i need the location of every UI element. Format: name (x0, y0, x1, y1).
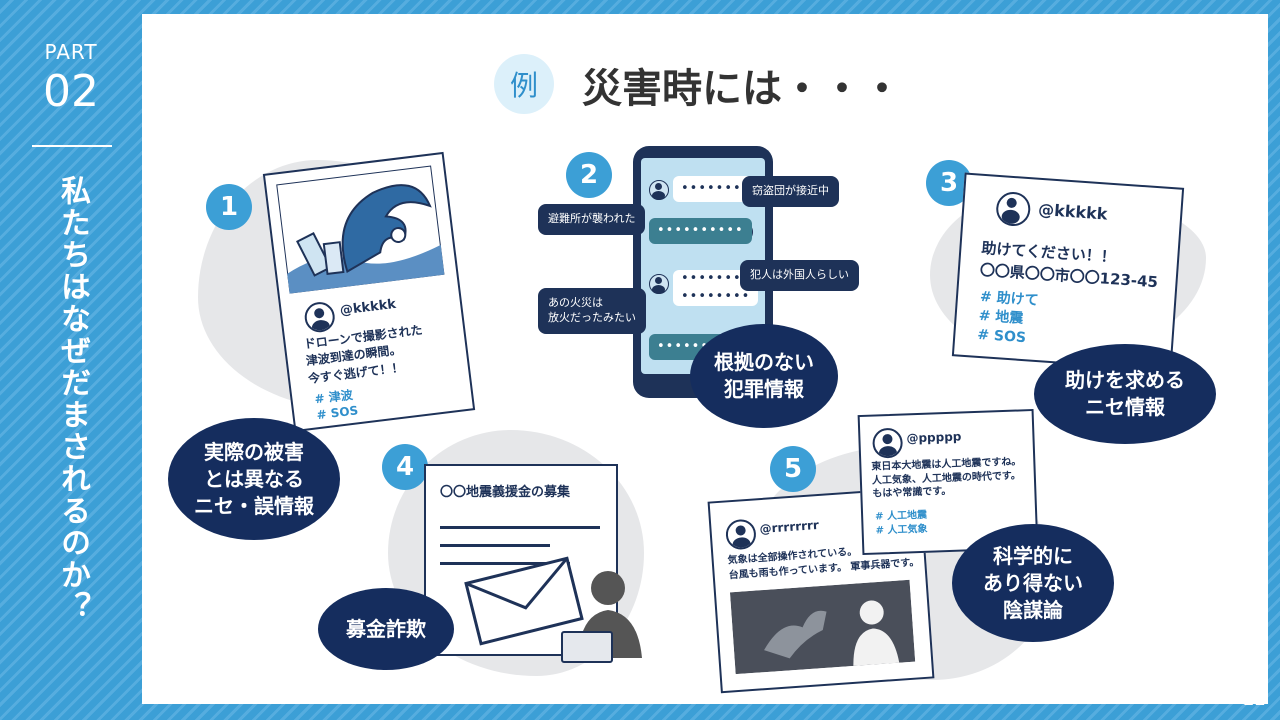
hashtag: # 人工地震 (874, 509, 928, 523)
label-line: とは異なる (204, 466, 304, 491)
avatar (724, 518, 757, 551)
item-label: 募金詐欺 (318, 588, 454, 670)
text-line (440, 544, 550, 547)
avatar (302, 300, 337, 334)
part-number: 02 (43, 66, 99, 117)
item-number: 5 (770, 446, 816, 492)
label-line: あり得ない (983, 570, 1083, 595)
user-handle: @kkkkk (339, 296, 397, 319)
label-line: 募金詐欺 (346, 616, 426, 641)
label-line: 科学的に (993, 543, 1073, 568)
social-post-card: @rrrrrrrr 気象は全部操作されている。 台風も雨も作っています。 軍事兵… (707, 486, 935, 694)
sidebar: PART 02 私たちはなぜだまされるのか？ (0, 0, 142, 720)
post-text: 助けてください！！ 〇〇県〇〇市〇〇123-45 (979, 238, 1160, 294)
bubble-line: あの火災は (548, 296, 603, 309)
item-label: 助けを求める ニセ情報 (1034, 344, 1216, 444)
label-line: ニセ情報 (1085, 395, 1165, 419)
user-handle: @rrrrrrrr (759, 518, 820, 537)
item-number: 2 (566, 152, 612, 198)
chat-bubble: 避難所が襲われた (538, 204, 646, 235)
user-handle: @kkkkk (1037, 199, 1109, 224)
social-post-card: @kkkkk ドローンで撮影された 津波到達の瞬間。 今すぐ逃げて！！ # 津波… (262, 151, 476, 433)
hashtags: # 人工地震 # 人工気象 (875, 509, 928, 538)
chat-bubble: 犯人は外国人らしい (740, 260, 859, 291)
label-line: 陰謀論 (1003, 597, 1063, 622)
hacker-icon (561, 571, 642, 663)
label-line: 助けを求める (1065, 368, 1185, 392)
page-title: 災害時には・・・ (582, 66, 902, 112)
part-label: PART (44, 40, 98, 64)
weather-map-icon (729, 579, 916, 675)
label-line: ニセ・誤情報 (194, 493, 314, 518)
label-line: 根拠のない (714, 350, 814, 374)
item-number: 4 (382, 444, 428, 490)
hashtags: # 津波 # SOS (314, 386, 359, 423)
post-text: 東日本大地震は人工地震ですね。 人工気象、人工地震の時代です。 もはや常識です。 (871, 455, 1022, 501)
item-label: 実際の被害 とは異なる ニセ・誤情報 (168, 418, 340, 540)
text-line (440, 526, 600, 529)
document-title: 〇〇地震義援金の募集 (440, 485, 571, 500)
chat-bubble: あの火災は 放火だったみたい (538, 288, 646, 334)
label-line: 実際の被害 (204, 439, 304, 464)
avatar (872, 427, 904, 459)
hashtags: # 助けて # 地震 # SOS (977, 288, 1039, 349)
hashtag: # SOS (976, 326, 1027, 346)
chat-bubble: 窃盗団が接近中 (742, 176, 839, 207)
user-handle: @ppppp (906, 429, 962, 446)
chat-dots: •••••••••• (649, 218, 752, 244)
label-line: 犯罪情報 (724, 377, 804, 401)
sidebar-divider (32, 145, 112, 147)
tsunami-photo-icon (276, 165, 445, 294)
item-label: 科学的に あり得ない 陰謀論 (952, 524, 1114, 642)
item-number: 1 (206, 184, 252, 230)
example-mark: 例 (494, 54, 554, 114)
social-post-card: @kkkkk 助けてください！！ 〇〇県〇〇市〇〇123-45 # 助けて # … (951, 172, 1185, 372)
envelope-icon (464, 556, 584, 646)
item-label: 根拠のない 犯罪情報 (690, 324, 838, 428)
section-title: 私たちはなぜだまされるのか？ (55, 175, 90, 623)
bubble-line: 放火だったみたい (548, 310, 636, 324)
text-line (440, 562, 570, 565)
hashtag: # 人工気象 (875, 523, 928, 537)
avatar (995, 190, 1032, 228)
